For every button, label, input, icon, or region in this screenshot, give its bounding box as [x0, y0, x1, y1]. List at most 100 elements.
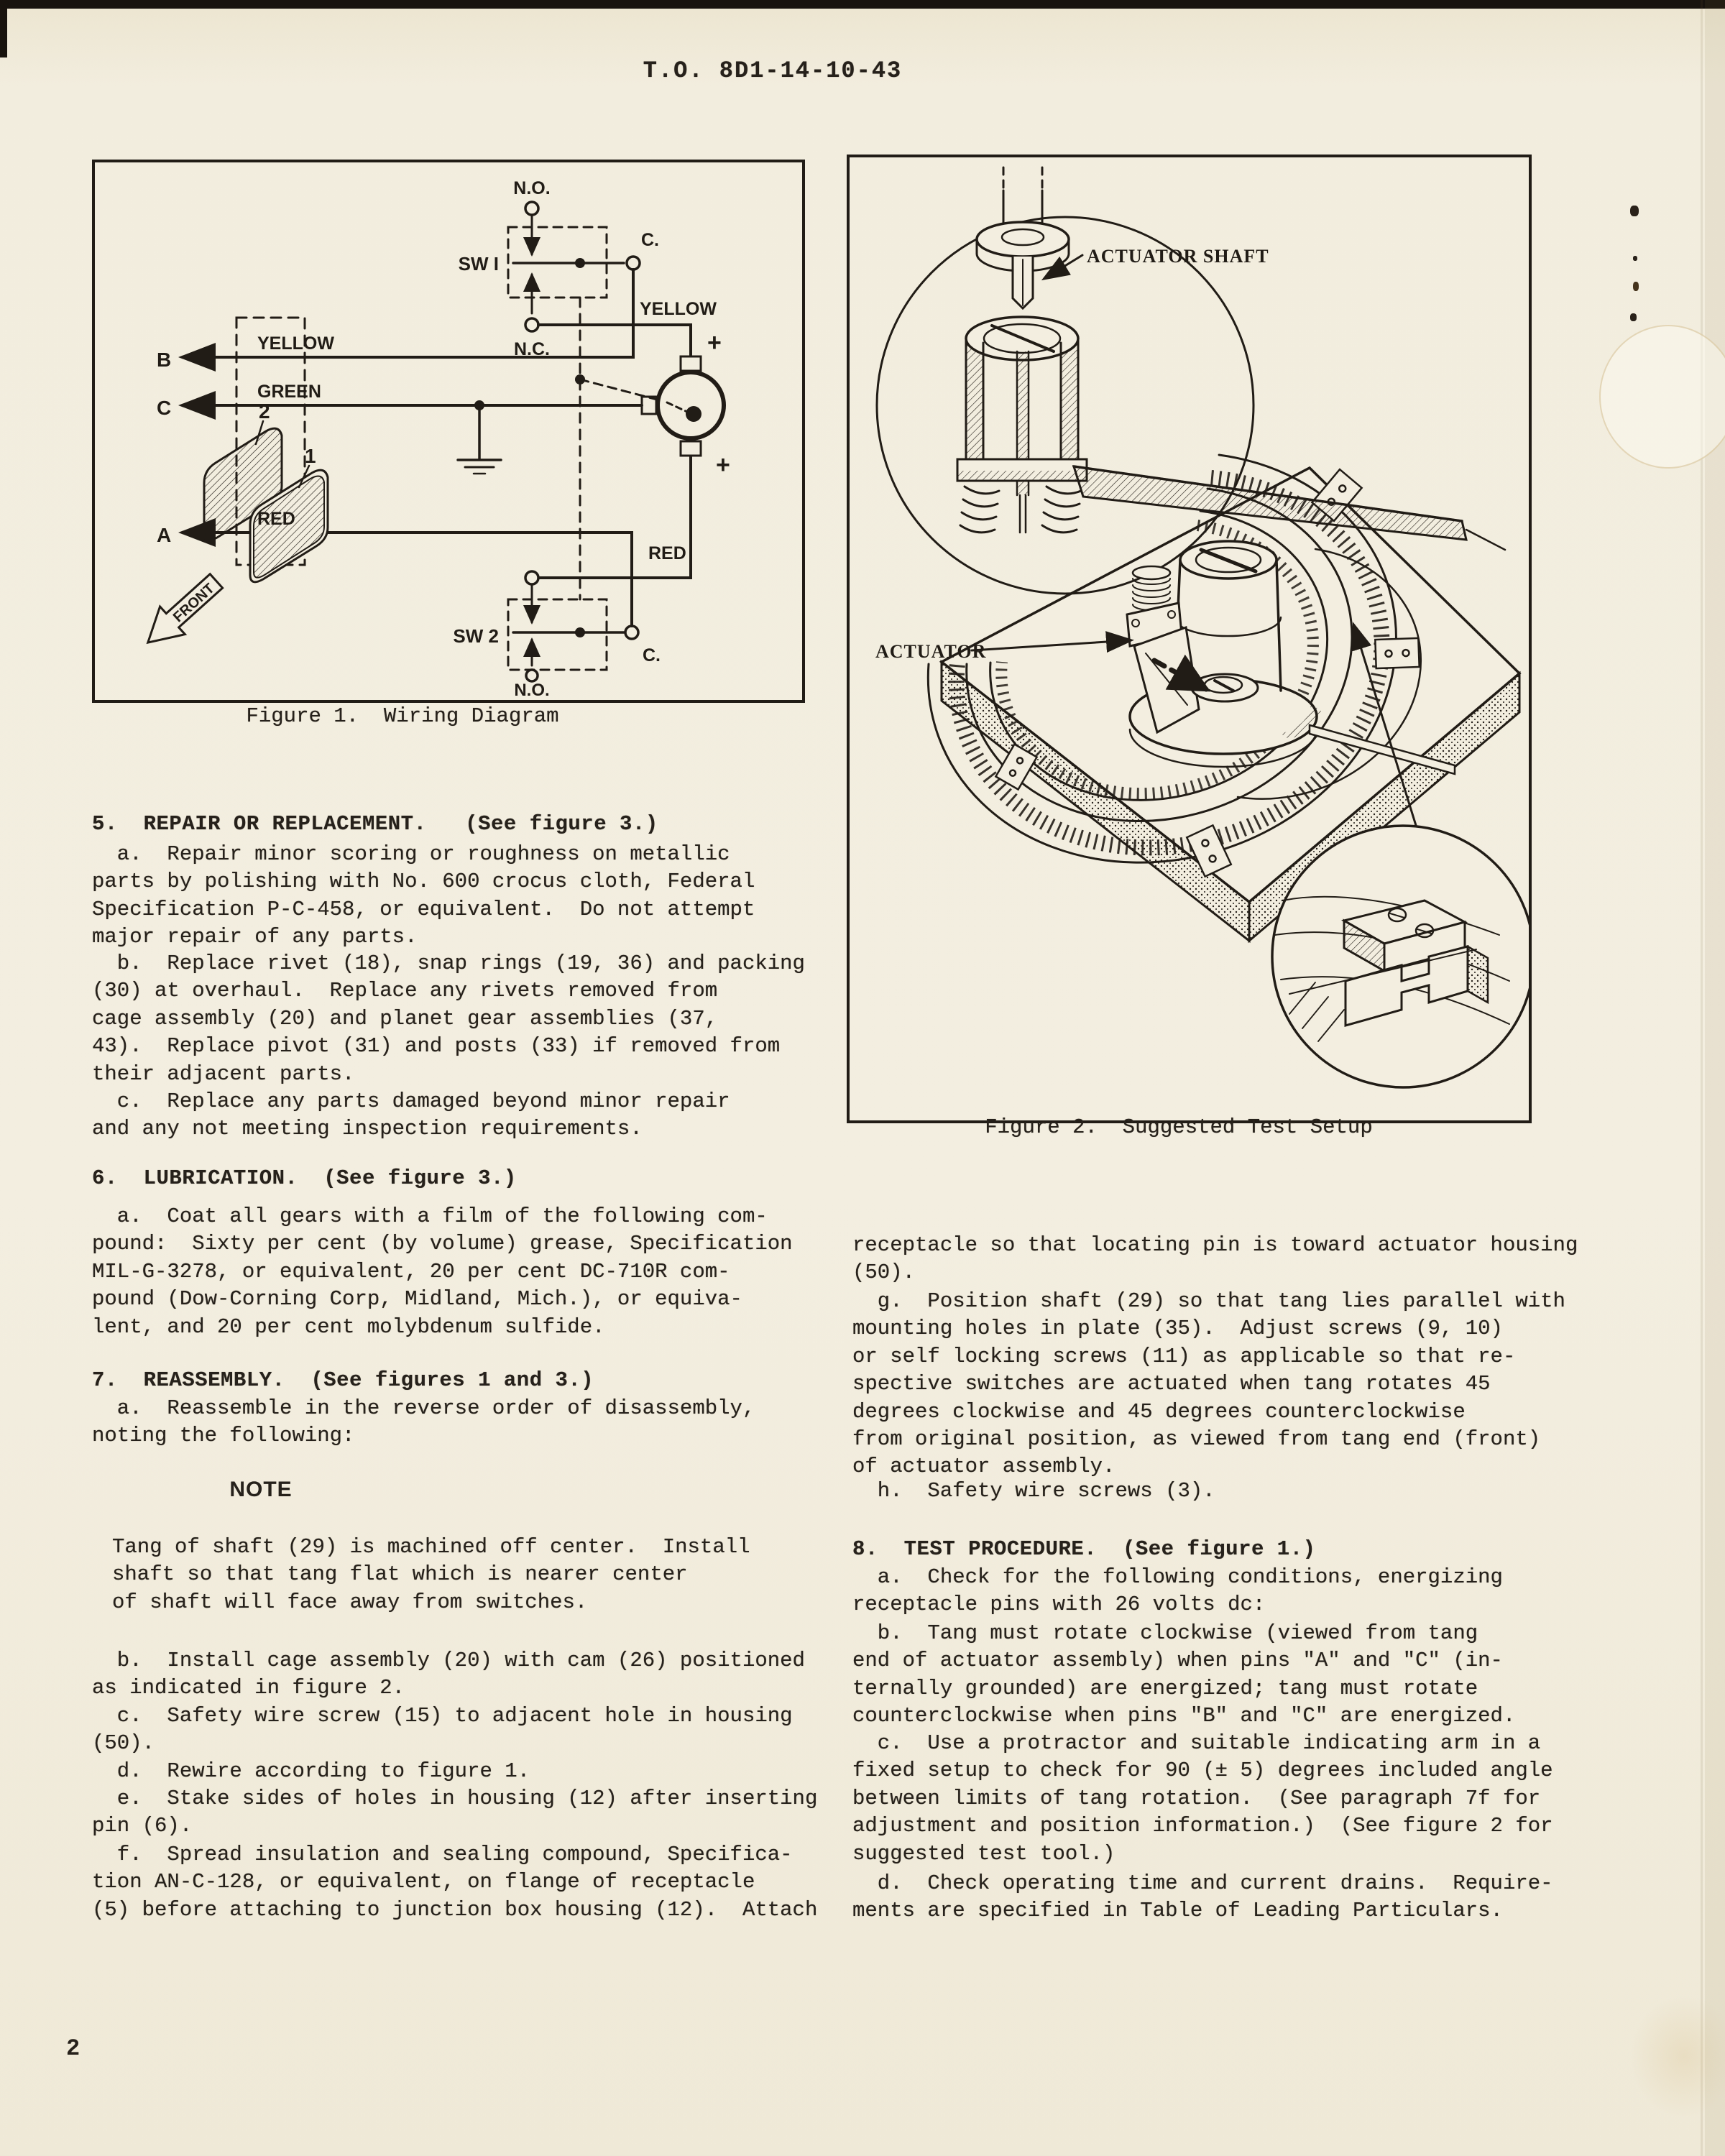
- sw1-label: SW I: [459, 253, 499, 275]
- wire-c-label: GREEN: [257, 382, 321, 402]
- para-7d: d. Rewire according to figure 1.: [92, 1758, 530, 1785]
- paper-crease: [1701, 0, 1703, 2156]
- text-line: pound: Sixty per cent (by volume) grease…: [92, 1232, 793, 1256]
- text-line: of actuator assembly.: [852, 1455, 1116, 1479]
- indicating-arm: [1072, 465, 1506, 551]
- section-7-heading: 7. REASSEMBLY. (See figures 1 and 3.): [92, 1367, 594, 1394]
- motor-plus-bottom: +: [716, 451, 730, 479]
- actuator-assembly-drawing: [1126, 540, 1456, 775]
- text-line: of shaft will face away from switches.: [112, 1590, 588, 1614]
- text-line: ments are specified in Table of Leading …: [852, 1899, 1503, 1923]
- plate2-label: 2: [259, 400, 270, 423]
- detail-leader-line: [1351, 622, 1419, 831]
- text-line: ternally grounded) are energized; tang m…: [852, 1676, 1478, 1700]
- para-7f: f. Spread insulation and sealing compoun…: [92, 1841, 817, 1924]
- switch-2-symbol: [507, 570, 640, 683]
- text-line: 6. LUBRICATION. (See figure 3.): [92, 1166, 517, 1190]
- text-line: g. Position shaft (29) so that tang lies…: [852, 1289, 1565, 1313]
- wire-yellow-b: [178, 268, 635, 372]
- para-8c: c. Use a protractor and suitable indicat…: [852, 1730, 1553, 1868]
- text-line: (50).: [852, 1261, 916, 1285]
- text-line: tion AN-C-128, or equivalent, on flange …: [92, 1870, 755, 1894]
- test-tool-cutaway: [956, 315, 1088, 534]
- text-line: shaft so that tang flat which is nearer …: [112, 1562, 688, 1587]
- para-8b: b. Tang must rotate clockwise (viewed fr…: [852, 1620, 1515, 1731]
- text-line: c. Replace any parts damaged beyond mino…: [92, 1089, 730, 1113]
- pin-b: B: [157, 349, 171, 371]
- text-line: degrees clockwise and 45 degrees counter…: [852, 1399, 1466, 1424]
- text-line: (5) before attaching to junction box hou…: [92, 1897, 818, 1922]
- para-6a: a. Coat all gears with a film of the fol…: [92, 1203, 793, 1341]
- page-edge-shadow: [1705, 0, 1725, 2156]
- wiring-diagram: [146, 201, 726, 683]
- text-line: Specification P-C-458, or equivalent. Do…: [92, 897, 755, 921]
- ink-speck: [1633, 282, 1639, 291]
- para-7a: a. Reassemble in the reverse order of di…: [92, 1395, 755, 1450]
- red-feed-label: RED: [648, 543, 686, 563]
- motor-symbol: [640, 355, 726, 457]
- text-line: 43). Replace pivot (31) and posts (33) i…: [92, 1034, 781, 1059]
- text-line: d. Check operating time and current drai…: [852, 1871, 1553, 1895]
- sw1-nc-label: N.C.: [514, 339, 550, 359]
- text-line: b. Install cage assembly (20) with cam (…: [92, 1649, 805, 1672]
- sw2-c-label: C.: [643, 645, 661, 665]
- para-5b: b. Replace rivet (18), snap rings (19, 3…: [92, 950, 805, 1088]
- sw2-label: SW 2: [453, 625, 499, 647]
- text-line: parts by polishing with No. 600 crocus c…: [92, 870, 755, 894]
- yellow-feed-label: YELLOW: [640, 299, 717, 319]
- text-line: b. Tang must rotate clockwise (viewed fr…: [852, 1621, 1478, 1645]
- text-line: suggested test tool.): [852, 1841, 1116, 1866]
- text-line: d. Rewire according to figure 1.: [92, 1759, 530, 1783]
- text-line: end of actuator assembly) when pins "A" …: [852, 1649, 1503, 1673]
- switch-1-symbol: [507, 201, 641, 333]
- figure1-caption: Figure 1. Wiring Diagram: [246, 704, 559, 728]
- text-line: e. Stake sides of holes in housing (12) …: [92, 1787, 818, 1810]
- sw1-no-label: N.O.: [513, 178, 550, 198]
- wire-b-label: YELLOW: [257, 333, 334, 354]
- text-line: their adjacent parts.: [92, 1061, 355, 1086]
- magnifier-circle: [875, 216, 1255, 595]
- para-8a: a. Check for the following conditions, e…: [852, 1564, 1503, 1619]
- figure1-wiring-diagram: N.O. SW I C. N.C. YELLOW + + YELLOW GREE…: [92, 160, 805, 703]
- ink-speck: [1630, 206, 1639, 216]
- pin-a: A: [157, 524, 171, 546]
- para-7c: c. Safety wire screw (15) to adjacent ho…: [92, 1703, 793, 1758]
- left-text-column: 5. REPAIR OR REPLACEMENT. (See figure 3.…: [92, 0, 868, 2156]
- text-line: lent, and 20 per cent molybdenum sulfide…: [92, 1314, 605, 1339]
- text-line: 8. TEST PROCEDURE. (See figure 1.): [852, 1537, 1316, 1561]
- text-line: counterclockwise when pins "B" and "C" a…: [852, 1704, 1516, 1728]
- scan-edge-bar: [0, 0, 1725, 9]
- section-8-heading: 8. TEST PROCEDURE. (See figure 1.): [852, 1536, 1316, 1563]
- text-line: from original position, as viewed from t…: [852, 1427, 1541, 1451]
- text-line: (50).: [92, 1731, 155, 1756]
- para-7h: h. Safety wire screws (3).: [852, 1478, 1215, 1505]
- scan-corner-mark: [0, 0, 7, 57]
- text-line: Tang of shaft (29) is machined off cente…: [112, 1535, 750, 1559]
- text-line: MIL-G-3278, or equivalent, 20 per cent D…: [92, 1259, 730, 1284]
- test-setup-art: ACTUATOR SHAFT ACTUATOR: [875, 166, 1535, 1089]
- motor-plus-top: +: [707, 329, 722, 356]
- text-line: and any not meeting inspection requireme…: [92, 1117, 643, 1141]
- pin-c: C: [157, 397, 171, 419]
- text-line: as indicated in figure 2.: [92, 1676, 405, 1700]
- text-line: mounting holes in plate (35). Adjust scr…: [852, 1317, 1503, 1341]
- actuator-label: ACTUATOR: [875, 641, 986, 662]
- text-line: pin (6).: [92, 1814, 193, 1838]
- text-line: pound (Dow-Corning Corp, Midland, Mich.)…: [92, 1287, 742, 1312]
- detail-circle: [1271, 824, 1535, 1089]
- actuator-shaft-drawing: [975, 166, 1070, 310]
- ink-speck: [1630, 313, 1637, 321]
- text-line: a. Coat all gears with a film of the fol…: [92, 1204, 768, 1228]
- plate1-label: 1: [305, 445, 316, 467]
- page-title: T.O. 8D1-14-10-43: [643, 57, 903, 84]
- cam-plates: [203, 420, 329, 584]
- text-line: receptacle pins with 26 volts dc:: [852, 1593, 1266, 1617]
- text-line: 5. REPAIR OR REPLACEMENT. (See figure 3.…: [92, 812, 658, 836]
- text-line: fixed setup to check for 90 (± 5) degree…: [852, 1759, 1553, 1783]
- test-setup-drawing: [875, 166, 1535, 1089]
- text-line: major repair of any parts.: [92, 925, 418, 949]
- para-5c: c. Replace any parts damaged beyond mino…: [92, 1088, 730, 1143]
- text-line: spective switches are actuated when tang…: [852, 1372, 1491, 1396]
- para-7f-continued: receptacle so that locating pin is towar…: [852, 1232, 1578, 1287]
